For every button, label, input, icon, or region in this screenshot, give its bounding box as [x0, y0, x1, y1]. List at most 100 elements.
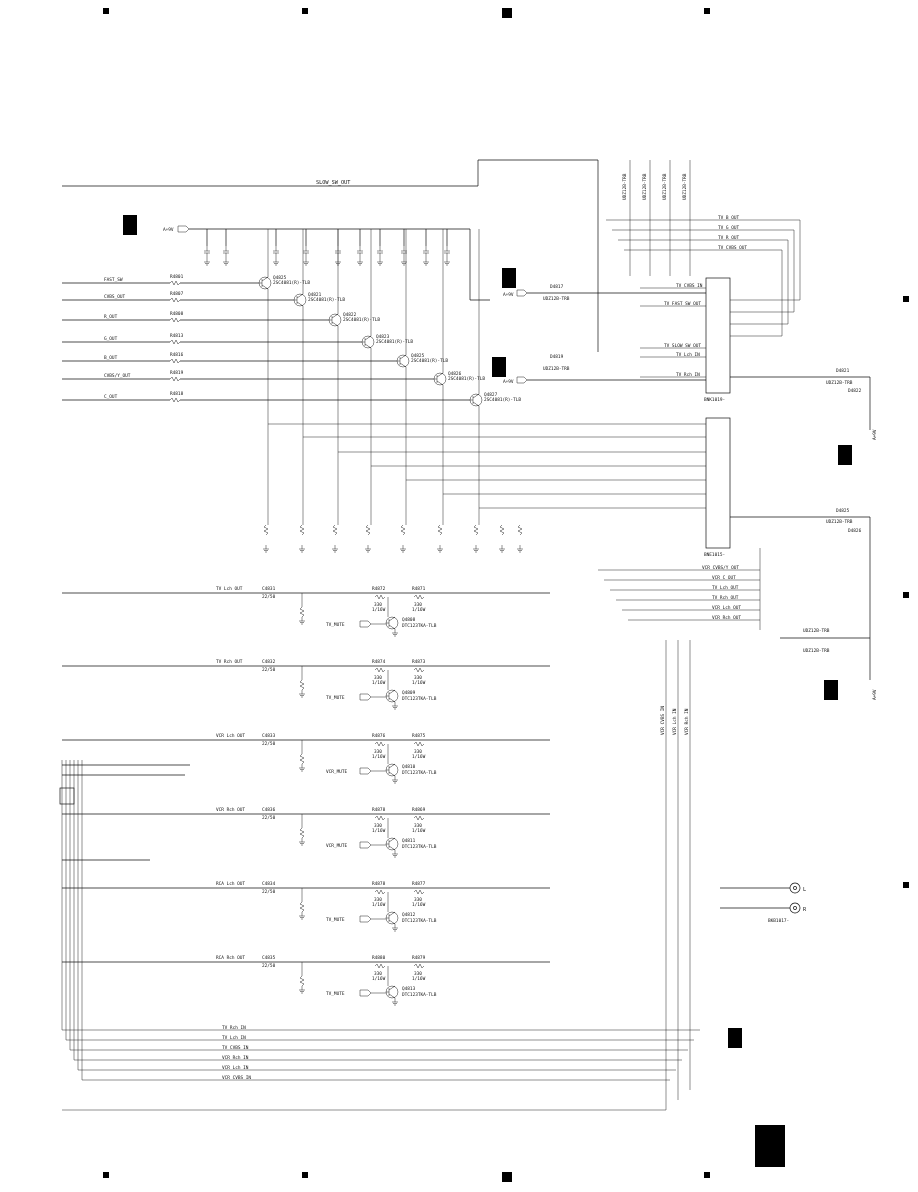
zener-diode-type: UDZ12B-TRB	[662, 173, 668, 200]
emitter-resistors	[263, 423, 706, 553]
resistor-symbol	[299, 753, 305, 765]
transistor-ref: Q4810	[402, 764, 416, 770]
resistor-symbol	[169, 317, 181, 323]
input-net-label: R_OUT	[104, 314, 118, 320]
wire	[331, 321, 339, 327]
cap-value: 22/50	[262, 815, 276, 821]
video-buffer-transistor	[293, 293, 307, 307]
resistor-ref: R4801	[170, 274, 184, 280]
resistor-symbol	[400, 524, 406, 536]
resistor-ref: R4872	[372, 586, 386, 592]
transistor-ref: Q4827	[484, 392, 498, 398]
cap-value: 22/50	[262, 741, 276, 747]
input-net-label: CVBS/Y_OUT	[104, 373, 131, 379]
resistor-ref: R4813	[170, 333, 184, 339]
transistor-ref: Q4811	[402, 838, 416, 844]
cap-value: 22/50	[262, 889, 276, 895]
video-buffer-transistor	[396, 354, 410, 368]
tv-connector-ref: BNK1019-	[704, 397, 725, 403]
resistor-symbol	[169, 339, 181, 345]
resistor-symbol	[263, 524, 269, 536]
resistor-value: 330	[374, 602, 382, 608]
resistor-symbol	[473, 524, 479, 536]
mute-net-label: TV_MUTE	[326, 695, 345, 701]
tv-output-net: TV G OUT	[718, 225, 740, 231]
transistor-type: 2SC4081(R)-TLB	[484, 397, 521, 403]
block-marker	[502, 268, 516, 288]
tv-output-net: TV CVBS OUT	[718, 245, 747, 251]
resistor-symbol	[413, 741, 425, 747]
vcr-vertical-net: VCR CVBS IN	[660, 706, 666, 735]
diode-d4821: D4821	[836, 368, 850, 374]
wire	[296, 301, 304, 307]
supply-label-5: A+9V	[872, 689, 878, 700]
block-marker	[838, 445, 852, 465]
mute-net-label: TV_MUTE	[326, 991, 345, 997]
audio-out-label: RCA Rch OUT	[216, 955, 245, 961]
resistor-ref: R4878	[372, 807, 386, 813]
wire	[261, 276, 269, 282]
transistor-type: DTC123TKA-TLB	[402, 770, 437, 776]
wire	[436, 372, 444, 378]
resistor-symbol	[413, 963, 425, 969]
video-buffer-transistor	[469, 393, 483, 407]
transistor-ref: Q4822	[343, 312, 357, 318]
vcr-output-net: VCR Rch OUT	[712, 615, 741, 621]
resistor-ref: R4874	[372, 659, 386, 665]
resistor-symbol	[332, 524, 338, 536]
zener-diode-type: UDZ12B-TRB	[682, 173, 688, 200]
resistor-value: 330	[414, 675, 422, 681]
resistor-watt: 1/16W	[412, 754, 426, 760]
diode-ref: D4817	[550, 284, 564, 290]
resistor-symbol	[299, 679, 305, 691]
resistor-ref: R4877	[412, 881, 426, 887]
wire	[388, 985, 396, 991]
transistor-type: DTC123TKA-TLB	[402, 696, 437, 702]
transistor-type: 2SC4081(R)-TLB	[343, 317, 380, 323]
audio-out-label: TV Lch OUT	[216, 586, 243, 592]
resistor-ref: R4878	[372, 881, 386, 887]
wire	[296, 293, 304, 299]
resistor-symbol	[374, 963, 386, 969]
supply-label-4: A+9V	[872, 429, 878, 440]
resistor-ref: R4869	[412, 807, 426, 813]
cap-value: 22/50	[262, 667, 276, 673]
vcr-output-net: TV Lch OUT	[712, 585, 739, 591]
vcr-output-net: VCR CVBS/Y OUT	[702, 565, 739, 571]
transistor-ref: Q4809	[402, 690, 416, 696]
resistor-symbol	[169, 358, 181, 364]
resistor-value: 330	[414, 971, 422, 977]
mute-transistor	[385, 837, 399, 851]
resistor-watt: 1/16W	[372, 828, 386, 834]
resistor-watt: 1/16W	[372, 754, 386, 760]
resistor-symbol	[169, 297, 181, 303]
transistor-type: 2SC4081(R)-TLB	[308, 297, 345, 303]
resistor-ref: R4818	[170, 391, 184, 397]
resistor-ref: R4876	[372, 733, 386, 739]
vcr-output-net: TV Rch OUT	[712, 595, 739, 601]
wire	[388, 689, 396, 695]
wire	[388, 624, 396, 630]
mute-transistor	[385, 763, 399, 777]
vcr-vertical-net: VCR Rch IN	[684, 708, 690, 735]
diode-d4826: D4826	[848, 528, 862, 534]
transistor-ref: Q4825	[411, 353, 425, 359]
resistor-value: 330	[374, 823, 382, 829]
block-marker	[492, 357, 506, 377]
resistor-symbol	[499, 524, 505, 536]
rca-jack: L R BKB1017-	[720, 882, 807, 924]
rca-left-label: L	[803, 887, 806, 893]
tv-output-net: TV B OUT	[718, 215, 740, 221]
right-diodes: D4821 UDZ12B-TRB D4822 D4825 UDZ12B-TRB …	[730, 368, 878, 700]
mute-transistor	[385, 689, 399, 703]
resistor-symbol	[374, 667, 386, 673]
bottom-input-label: TV Lch IN	[222, 1035, 246, 1041]
transistor-ref: Q4826	[448, 371, 462, 377]
wire	[364, 335, 372, 341]
resistor-watt: 1/16W	[412, 902, 426, 908]
mute-transistor	[385, 616, 399, 630]
transistor-type: 2SC4081(R)-TLB	[376, 339, 413, 345]
mute-net-label: VCR_MUTE	[326, 769, 348, 775]
